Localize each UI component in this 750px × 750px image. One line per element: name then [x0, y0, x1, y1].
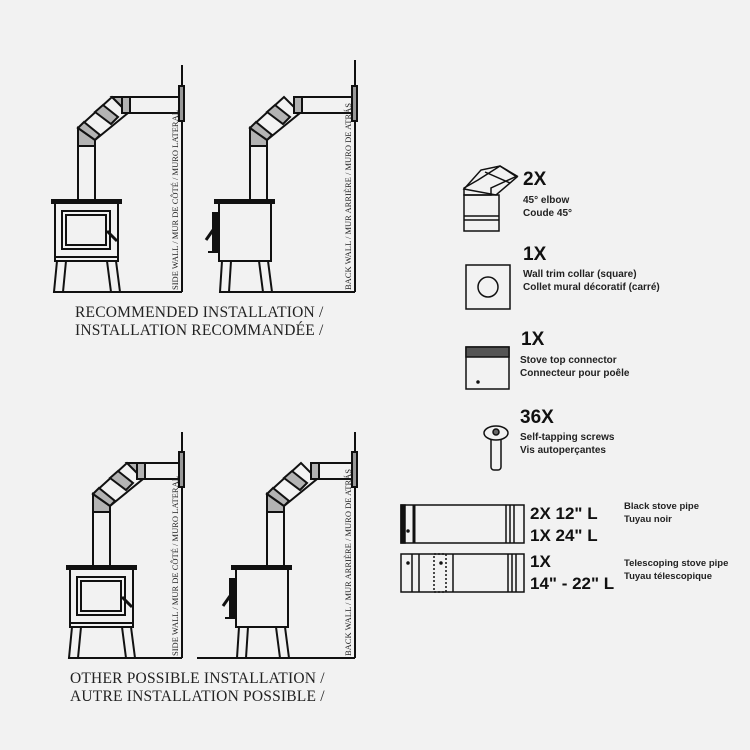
pipe-qty-line: 1X [530, 552, 551, 571]
part-name-fr: Coude 45° [523, 208, 573, 219]
elbow-icon [462, 165, 519, 232]
pipe-qty: 2X 12" L 1X 24" L [530, 503, 598, 547]
pipe-name-en: Black stove pipe [624, 501, 699, 512]
part-name-en: Wall trim collar (square) [523, 269, 637, 280]
pipe-qty-line: 2X 12" L [530, 504, 598, 523]
part-qty: 2X [523, 169, 547, 190]
wall-collar-icon [465, 264, 511, 310]
part-name-fr: Vis autoperçantes [520, 445, 606, 456]
back-wall-label: BACK WALL / MUR ARRIÈRE / MURO DE ATRÁS [343, 468, 353, 656]
caption-recommended-en: RECOMMENDED INSTALLATION / [75, 304, 324, 321]
telescoping-pipe-icon [400, 553, 525, 593]
panel-side-wall-recommended [50, 65, 185, 294]
part-qty: 36X [520, 407, 554, 428]
caption-other-fr: AUTRE INSTALLATION POSSIBLE / [70, 688, 325, 705]
pipe-qty: 1X 14" - 22" L [530, 551, 614, 595]
part-name-en: Stove top connector [520, 355, 617, 366]
part-name-en: Self-tapping screws [520, 432, 615, 443]
caption-other-en: OTHER POSSIBLE INSTALLATION / [70, 670, 325, 687]
pipe-qty-line: 14" - 22" L [530, 574, 615, 593]
part-name: Wall trim collar (square) Collet mural dé… [523, 268, 660, 294]
part-qty: 1X [521, 329, 545, 350]
pipe-name-fr: Tuyau noir [624, 514, 672, 525]
part-name-en: 45° elbow [523, 195, 570, 206]
pipe-name-fr: Tuyau télescopique [624, 571, 712, 582]
panel-side-wall-other [65, 432, 185, 660]
stove-connector-icon [465, 346, 510, 390]
pipe-name-en: Telescoping stove pipe [624, 558, 729, 569]
back-wall-label: BACK WALL / MUR ARRIÈRE / MURO DE ATRÁS [343, 102, 353, 290]
caption-recommended-fr: INSTALLATION RECOMMANDÉE / [75, 322, 324, 339]
side-wall-label: SIDE WALL / MUR DE CÔTÉ / MURO LATERAL [170, 476, 180, 656]
part-name-fr: Collet mural décoratif (carré) [523, 282, 660, 293]
part-qty: 1X [523, 244, 547, 265]
panel-back-wall-recommended [204, 60, 358, 294]
stove-pipe-icon [400, 504, 525, 544]
panel-back-wall-other [197, 432, 358, 660]
side-wall-label: SIDE WALL / MUR DE CÔTÉ / MURO LATERAL [170, 110, 180, 290]
pipe-qty-line: 1X 24" L [530, 526, 598, 545]
part-name-fr: Connecteur pour poêle [520, 368, 630, 379]
screw-icon [483, 425, 509, 471]
